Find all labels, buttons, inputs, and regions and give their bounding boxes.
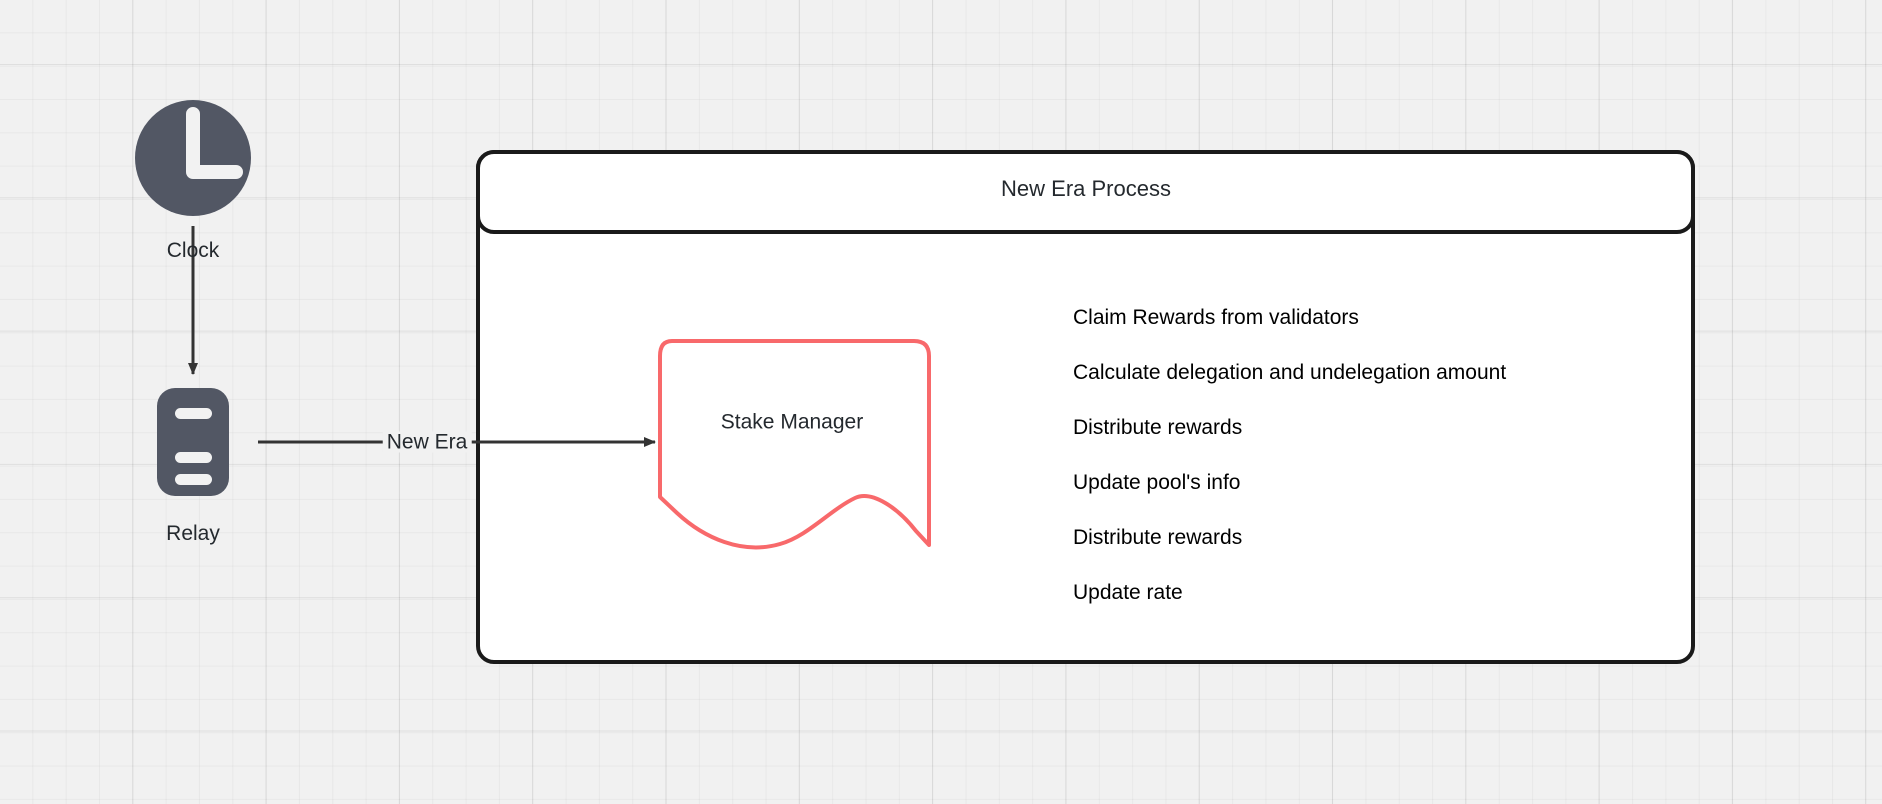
clock-node-label: Clock [166, 239, 220, 262]
process-title: New Era Process [1001, 176, 1171, 201]
process-step: Calculate delegation and undelegation am… [1073, 361, 1507, 384]
process-header-box [476, 150, 1695, 234]
process-step: Distribute rewards [1073, 416, 1243, 439]
process-step: Claim Rewards from validators [1073, 306, 1359, 329]
clock-icon [135, 100, 251, 216]
relay-node-label: Relay [166, 522, 220, 545]
process-step: Distribute rewards [1073, 526, 1243, 549]
stake-manager-label: Stake Manager [720, 410, 864, 434]
edge-label-new-era: New Era [382, 431, 472, 453]
process-step-list: Claim Rewards from validators Calculate … [1073, 306, 1506, 605]
process-step: Update rate [1073, 581, 1183, 604]
stake-manager-shape [658, 339, 931, 550]
process-step: Update pool's info [1073, 471, 1241, 494]
server-icon [157, 388, 229, 496]
